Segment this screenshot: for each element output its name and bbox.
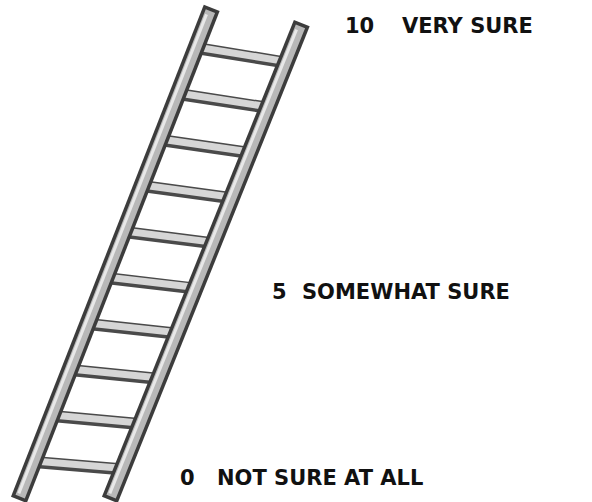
scale-number: 5 [272, 280, 287, 305]
scale-anchor-label: SOMEWHAT SURE [302, 280, 510, 305]
scale-anchor-label: VERY SURE [402, 14, 533, 39]
scale-anchor-label: NOT SURE AT ALL [217, 466, 423, 491]
ladder-rails [19, 16, 298, 492]
scale-number: 10 [345, 14, 374, 39]
scale-number: 0 [180, 466, 195, 491]
ladder-rungs [34, 47, 286, 469]
